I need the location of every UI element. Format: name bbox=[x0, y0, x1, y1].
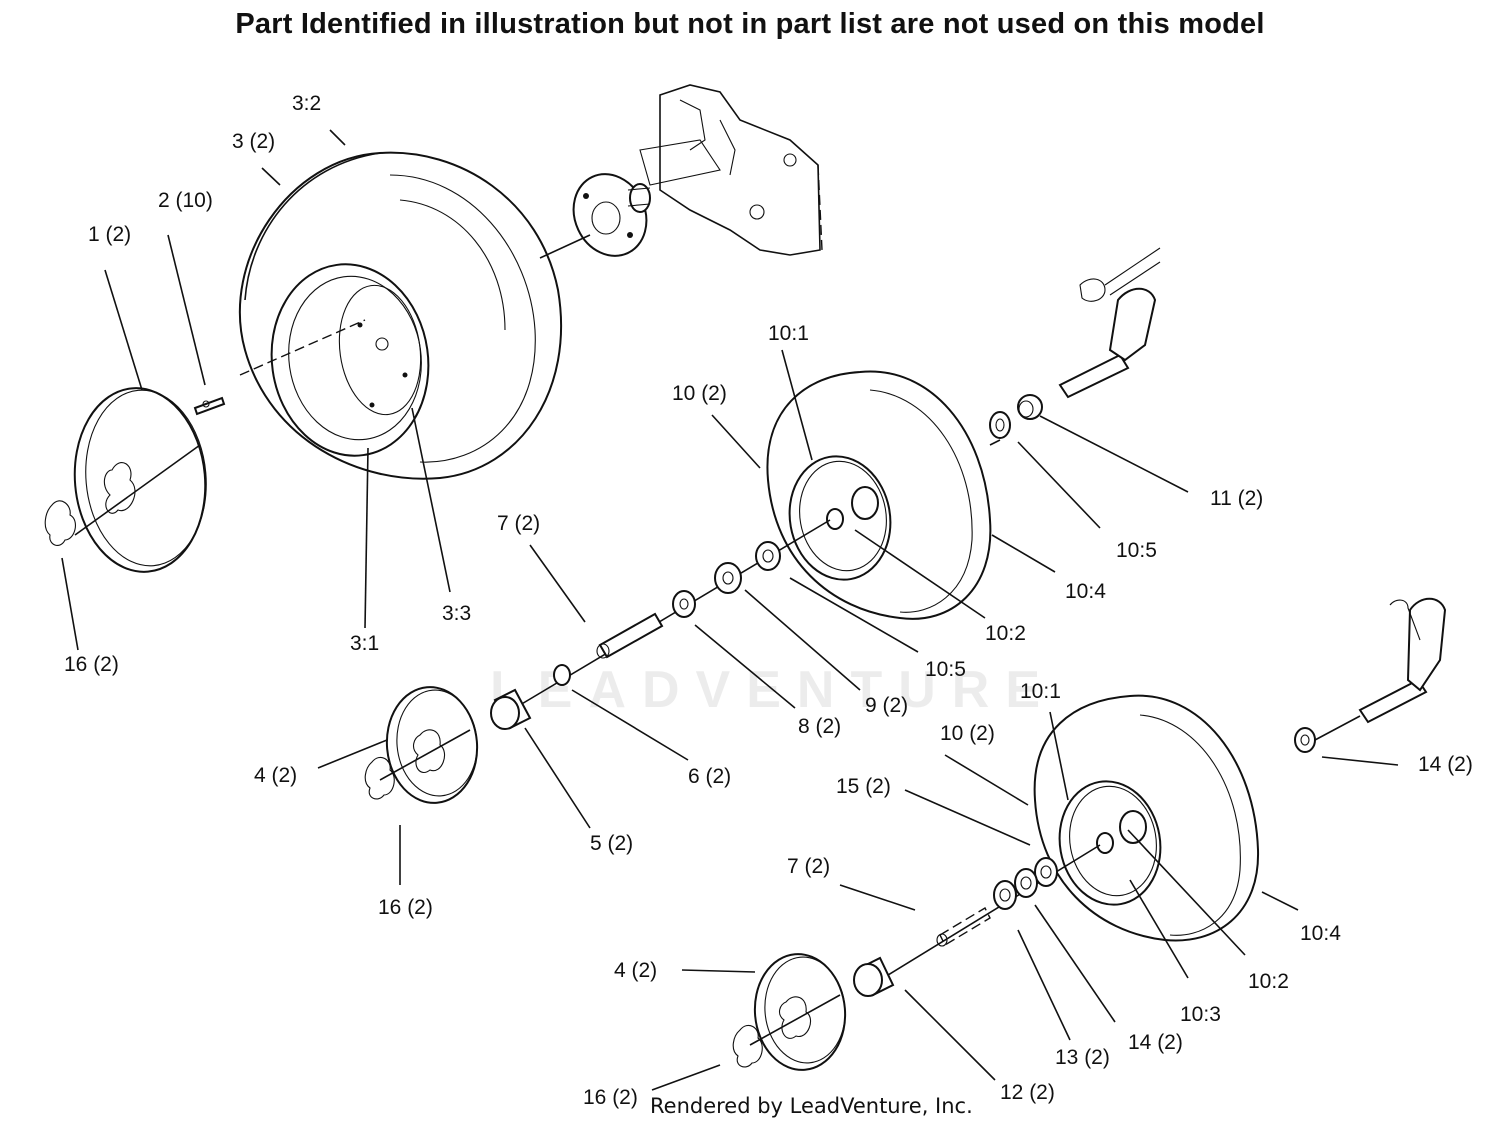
callout-16c: 16 (2) bbox=[583, 1086, 638, 1109]
fitting-6 bbox=[553, 664, 571, 686]
footer-credit: Rendered by LeadVenture, Inc. bbox=[650, 1094, 973, 1118]
front-tire-lower bbox=[1033, 694, 1260, 942]
callout-10-1a: 10:1 bbox=[768, 322, 809, 345]
callout-10-3: 10:3 bbox=[1180, 1003, 1221, 1026]
callout-4a: 4 (2) bbox=[254, 764, 297, 787]
callout-4b: 4 (2) bbox=[614, 959, 657, 982]
leader-axis-4 bbox=[379, 729, 471, 781]
spindle-upper bbox=[1058, 247, 1161, 399]
callout-16b: 16 (2) bbox=[378, 896, 433, 919]
washer-8 bbox=[672, 590, 696, 618]
callout-15: 15 (2) bbox=[836, 775, 891, 798]
washer-15 bbox=[1034, 857, 1058, 887]
leader-axis-5 bbox=[1314, 715, 1361, 741]
hub-cap-4b bbox=[753, 953, 847, 1071]
valve-bolt-2 bbox=[193, 396, 226, 416]
callout-10a: 10 (2) bbox=[672, 382, 727, 405]
callout-10b: 10 (2) bbox=[940, 722, 995, 745]
callout-12: 12 (2) bbox=[1000, 1081, 1055, 1104]
callout-5: 5 (2) bbox=[590, 832, 633, 855]
callout-13: 13 (2) bbox=[1055, 1046, 1110, 1069]
hub-cap-1 bbox=[73, 387, 207, 573]
washer-13 bbox=[993, 880, 1017, 910]
washer-10-5b bbox=[755, 541, 781, 571]
spacer-7a bbox=[596, 612, 664, 659]
axle-centerline-a bbox=[539, 234, 591, 259]
callout-10-4b: 10:4 bbox=[1300, 922, 1341, 945]
watermark: LEADVENTURE bbox=[490, 661, 1057, 719]
bearing-5 bbox=[490, 688, 532, 730]
callout-14b: 14 (2) bbox=[1128, 1031, 1183, 1054]
front-tire-upper bbox=[766, 370, 992, 620]
callout-7b: 7 (2) bbox=[787, 855, 830, 878]
hub-cap-4a bbox=[385, 686, 479, 804]
spindle-lower bbox=[1358, 597, 1447, 724]
callout-1: 1 (2) bbox=[88, 223, 131, 246]
decal-16c bbox=[732, 1024, 763, 1068]
callout-14a: 14 (2) bbox=[1418, 753, 1473, 776]
axle-hub-flange bbox=[572, 173, 651, 257]
spacer-7b bbox=[936, 907, 991, 947]
callout-7a: 7 (2) bbox=[497, 512, 540, 535]
callout-11: 11 (2) bbox=[1210, 487, 1263, 510]
leader-axis-7 bbox=[749, 994, 841, 1046]
leader-lines bbox=[61, 129, 1399, 1091]
callout-3-2: 3:2 bbox=[292, 92, 321, 115]
rear-tire bbox=[239, 151, 563, 480]
washer-14a bbox=[1294, 727, 1316, 753]
bearing-12 bbox=[853, 956, 895, 997]
decal-16b bbox=[364, 756, 395, 800]
washer-14b bbox=[1014, 868, 1038, 898]
callout-labels: 3:2 3 (2) 2 (10) 1 (2) 16 (2) 3:1 3:3 10… bbox=[64, 92, 1473, 1109]
callout-16a: 16 (2) bbox=[64, 653, 119, 676]
leader-axis-1 bbox=[74, 444, 201, 536]
washer-9 bbox=[714, 562, 742, 594]
washer-10-5a bbox=[989, 411, 1011, 439]
callout-3-3: 3:3 bbox=[442, 602, 471, 625]
callout-10-5b: 10:5 bbox=[925, 658, 966, 681]
callout-10-2b: 10:2 bbox=[1248, 970, 1289, 993]
page-title: Part Identified in illustration but not … bbox=[235, 8, 1265, 40]
leader-axis-6 bbox=[879, 844, 1101, 981]
leader-axis-2 bbox=[989, 439, 1001, 446]
callout-10-4a: 10:4 bbox=[1065, 580, 1106, 603]
callout-10-1b: 10:1 bbox=[1020, 680, 1061, 703]
bushing-11 bbox=[1017, 394, 1043, 420]
callout-8: 8 (2) bbox=[798, 715, 841, 738]
transaxle-housing bbox=[639, 84, 823, 256]
callout-3: 3 (2) bbox=[232, 130, 275, 153]
callout-10-2a: 10:2 bbox=[985, 622, 1026, 645]
callout-10-5a: 10:5 bbox=[1116, 539, 1157, 562]
axle-centerline-b bbox=[239, 319, 366, 376]
decal-16a bbox=[44, 500, 76, 546]
callout-6: 6 (2) bbox=[688, 765, 731, 788]
callout-2: 2 (10) bbox=[158, 189, 213, 212]
callout-3-1: 3:1 bbox=[350, 632, 379, 655]
callout-9: 9 (2) bbox=[865, 694, 908, 717]
